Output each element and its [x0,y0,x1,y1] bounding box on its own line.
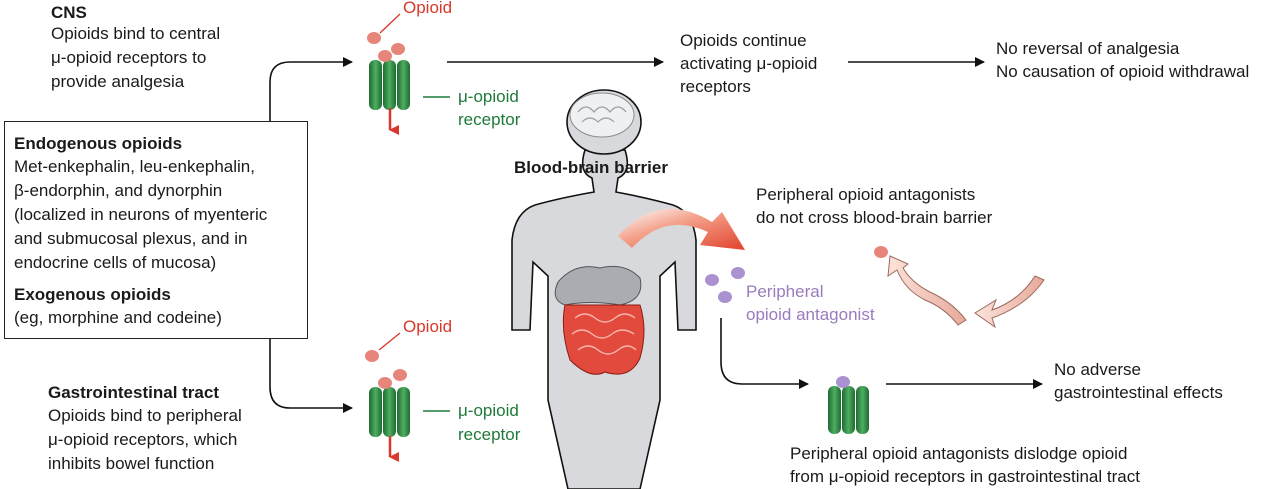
endogenous-line-1: Met-enkephalin, leu-enkephalin, [14,157,255,176]
cns-line-1: Opioids bind to central [51,24,221,43]
continue-line-2: activating μ-opioid [680,54,818,73]
outcome-top-line-2: No causation of opioid withdrawal [996,62,1250,81]
exogenous-heading: Exogenous opioids [14,285,171,304]
top-receptor-label-2: receptor [458,110,521,129]
human-body-figure [511,89,697,489]
outcome-top-line-1: No reversal of analgesia [996,39,1180,58]
continue-line-3: receptors [680,77,751,96]
dislodge-line-2: from μ-opioid receptors in gastrointesti… [790,467,1140,486]
antagonist-note-line-2: do not cross blood-brain barrier [756,208,993,227]
gi-line-1: Opioids bind to peripheral [48,406,242,425]
cns-heading: CNS [51,3,87,22]
gi-antagonist-receptor [828,376,869,434]
antagonist-label-line-2: opioid antagonist [746,305,875,324]
gi-heading: Gastrointestinal tract [48,383,219,402]
bbb-arrow [618,208,745,250]
endogenous-line-2: β-endorphin, and dynorphin [14,181,223,200]
bbb-label: Blood-brain barrier [514,158,668,177]
cns-line-2: μ-opioid receptors to [51,48,207,67]
antagonist-molecules [705,267,745,303]
bottom-opioid-label: Opioid [403,317,453,336]
opioid-sources-box [4,121,308,339]
bottom-receptor [365,332,450,462]
antagonist-label-line-1: Peripheral [746,282,824,301]
cns-line-3: provide analgesia [51,72,185,91]
gi-line-3: inhibits bowel function [48,454,215,473]
antagonist-note-line-1: Peripheral opioid antagonists [756,185,976,204]
dislodge-line-1: Peripheral opioid antagonists dislodge o… [790,444,1128,463]
top-receptor [367,13,450,135]
dislodge-curved-arrows [887,255,1045,329]
continue-line-1: Opioids continue [680,31,807,50]
dislodged-opioid [874,246,888,258]
endogenous-heading: Endogenous opioids [14,134,183,153]
bottom-receptor-label-2: receptor [458,425,521,444]
gi-line-2: μ-opioid receptors, which [48,430,238,449]
top-opioid-label: Opioid [403,0,453,17]
arrow-antagonist-to-receptor [720,318,809,389]
endogenous-line-5: endocrine cells of mucosa) [14,253,217,272]
connector-top [269,57,353,121]
connector-bottom [269,339,353,413]
endogenous-line-4: and submucosal plexus, and in [14,229,248,248]
exogenous-line-1: (eg, morphine and codeine) [14,308,222,327]
outcome-bottom-line-1: No adverse [1054,360,1141,379]
bottom-receptor-label-1: μ-opioid [458,401,519,420]
top-receptor-label-1: μ-opioid [458,87,519,106]
endogenous-line-3: (localized in neurons of myenteric [14,205,268,224]
outcome-bottom-line-2: gastrointestinal effects [1054,383,1223,402]
